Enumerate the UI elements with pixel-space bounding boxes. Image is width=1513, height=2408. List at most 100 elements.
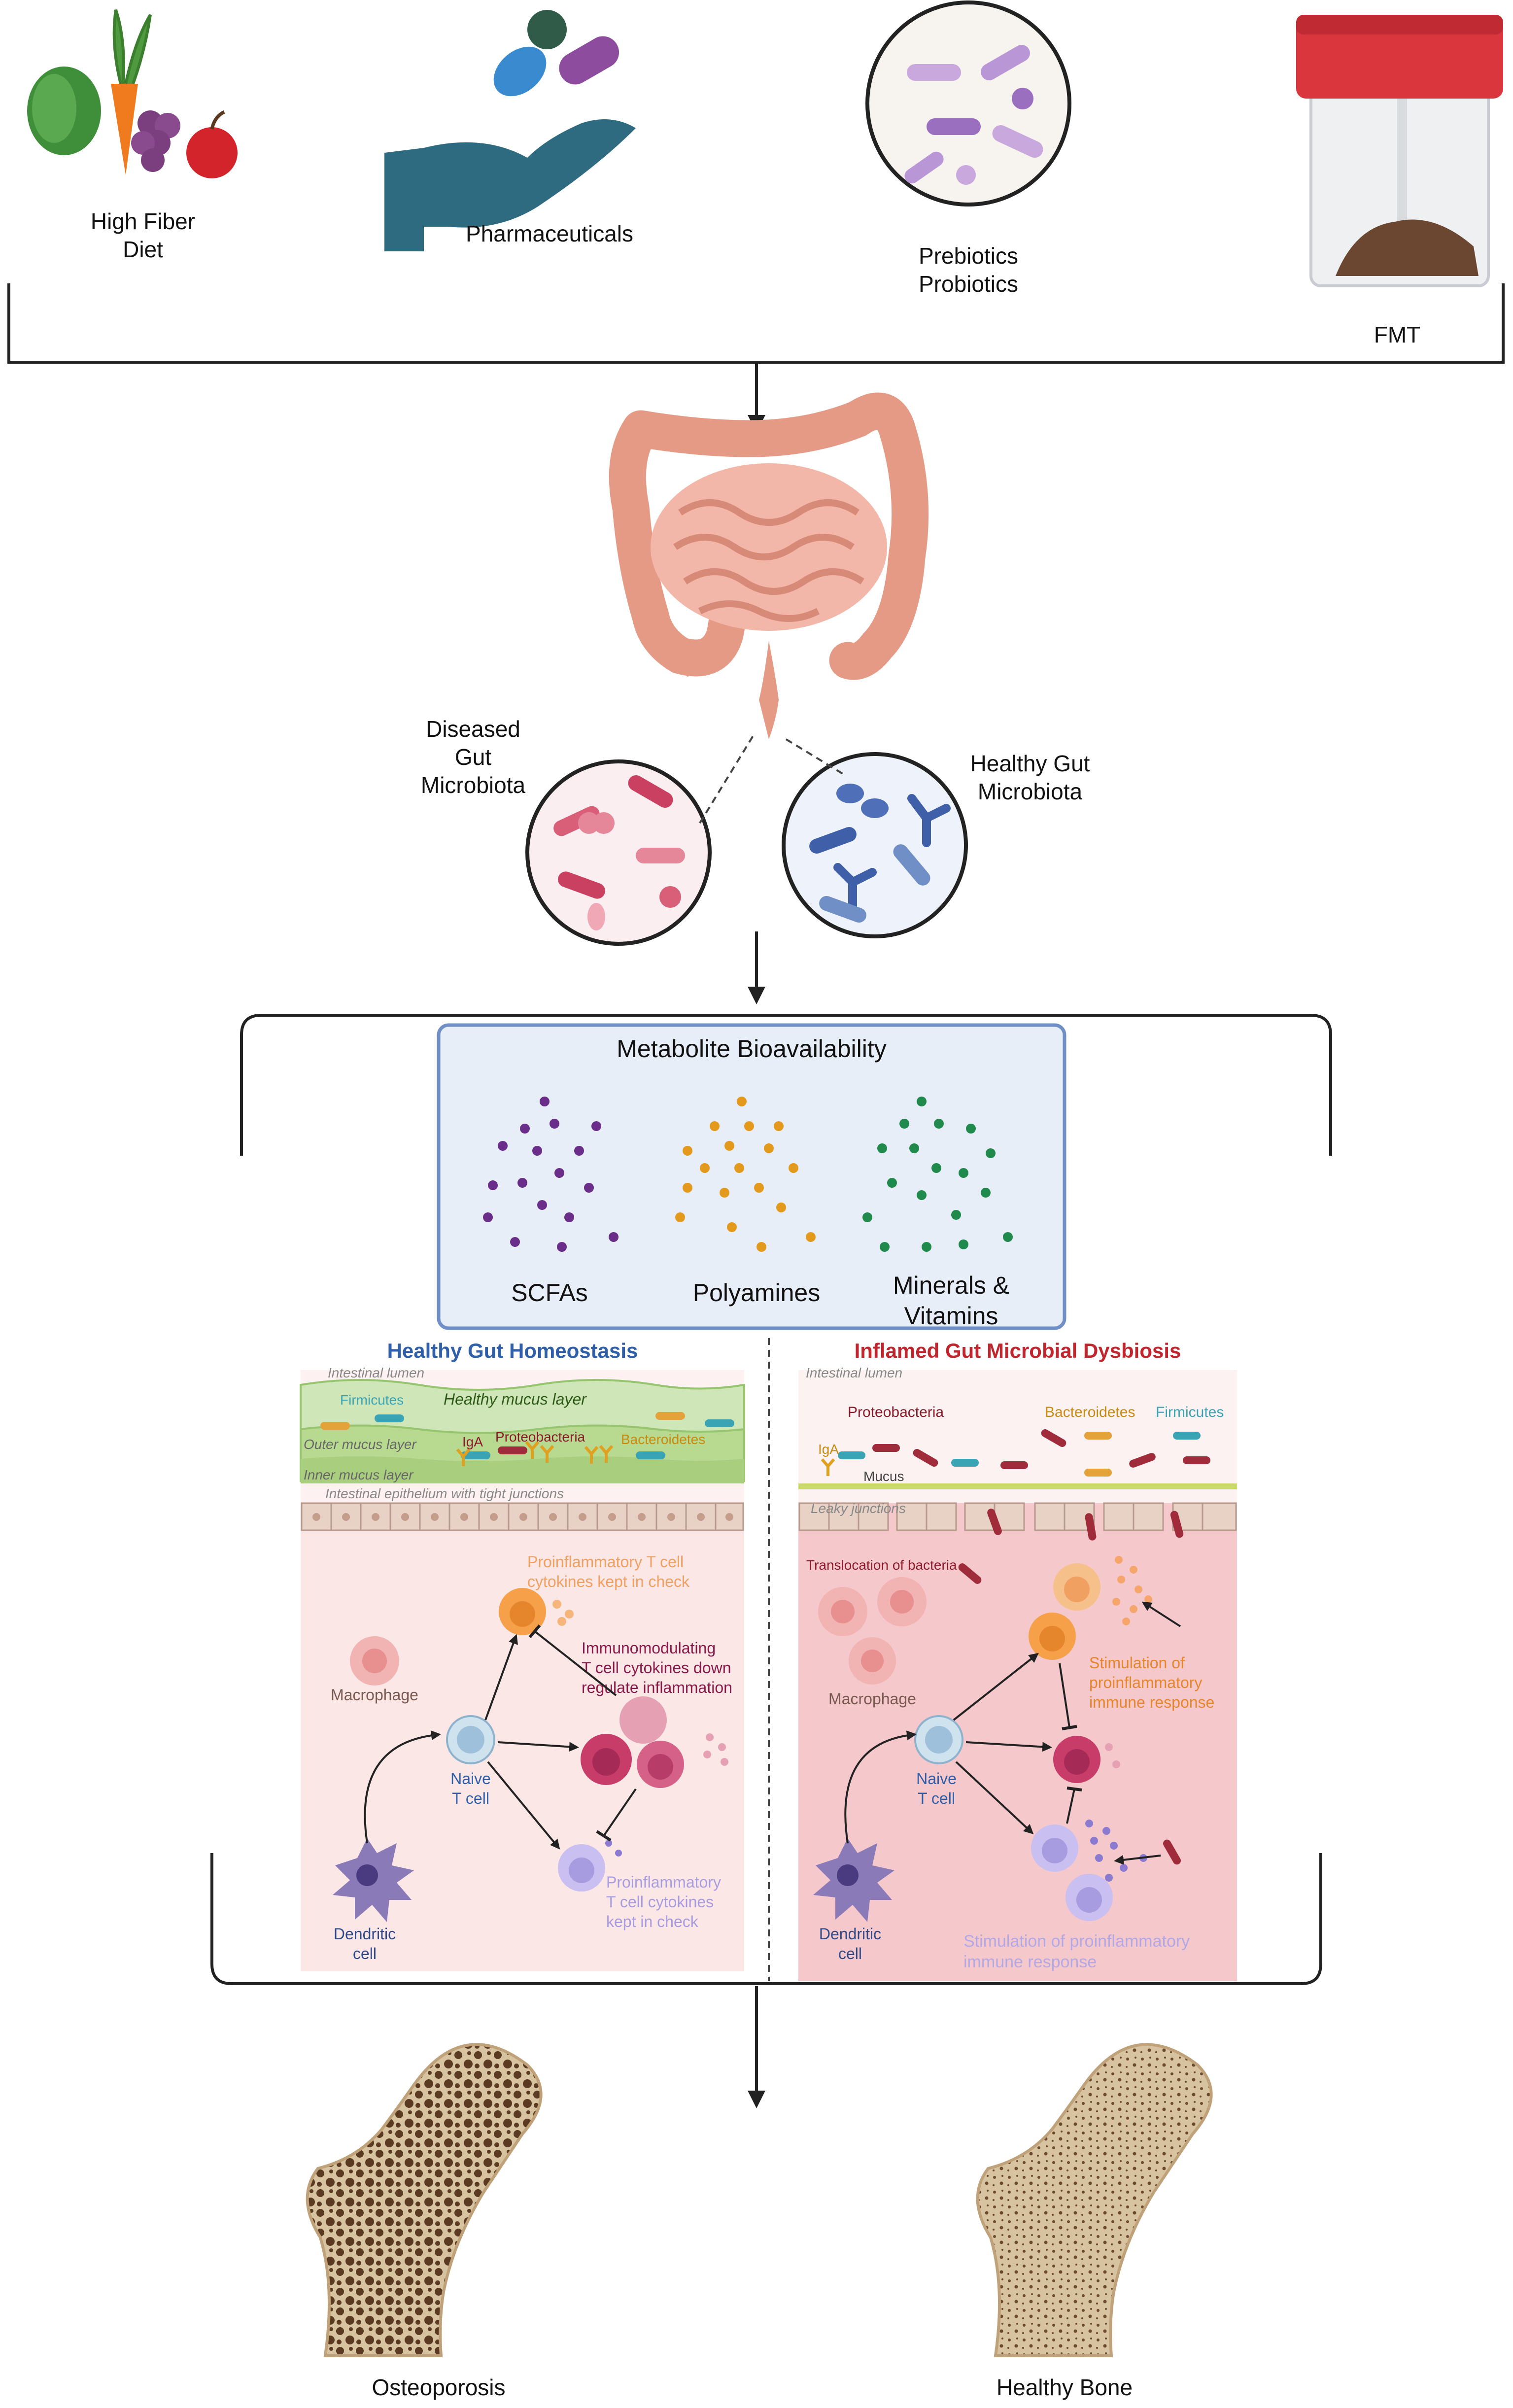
inflamed-lumen-label: Intestinal lumen [806, 1365, 902, 1380]
macrophage-cell [350, 1636, 399, 1686]
minerals-label-1: Minerals & [893, 1272, 1009, 1299]
healthy-gut-label-1: Healthy Gut [970, 751, 1090, 776]
scfa-dots [483, 1097, 619, 1252]
inflamed-proinflammatory-cells-bottom [1031, 1820, 1147, 1921]
inflamed-arrow-naive-to-treg [965, 1741, 1052, 1752]
inflamed-naive-label-2: T cell [918, 1789, 955, 1807]
probiotics-label: Probiotics [919, 271, 1018, 297]
diseased-label-2: Gut [455, 744, 491, 770]
polyamines-label: Polyamines [693, 1279, 820, 1307]
vegetables-icon [27, 9, 238, 178]
stim-bottom-label-2: immune response [963, 1953, 1097, 1971]
healthy-microbiota-icon [782, 752, 968, 938]
therapies-bracket [7, 283, 1505, 364]
dendritic-cell [333, 1838, 414, 1922]
inflamed-dendritic-cell [813, 1838, 894, 1922]
high-fiber-label-2: Diet [123, 237, 163, 262]
hand-pills-icon [384, 10, 636, 251]
healthy-dendritic-label-2: cell [353, 1945, 377, 1962]
healthy-proteobacteria-label: Proteobacteria [495, 1429, 585, 1445]
arrow-naive-to-treg [497, 1741, 579, 1752]
stim-bottom-label-1: Stimulation of proinflammatory [963, 1932, 1190, 1951]
stim-label-1: Stimulation of [1089, 1654, 1185, 1672]
healthy-gut-label-2: Microbiota [978, 779, 1083, 804]
inflamed-arrow-naive-to-top [953, 1652, 1039, 1721]
inflamed-proinflammatory-cells-top [1029, 1556, 1152, 1660]
prebiotics-label: Prebiotics [919, 243, 1018, 269]
osteoporosis-bone [306, 2043, 543, 2357]
scfas-label: SCFAs [511, 1279, 588, 1307]
healthy-iga-label: IgA [462, 1434, 483, 1449]
inflamed-inhibit-top [1059, 1663, 1070, 1728]
outer-mucus-label: Outer mucus layer [304, 1437, 417, 1452]
fmt-jar-icon [1296, 15, 1503, 287]
healthy-panel [300, 1370, 745, 1971]
inflamed-panel-title: Inflamed Gut Microbial Dysbiosis [855, 1339, 1181, 1362]
healthy-panel-title: Healthy Gut Homeostasis [387, 1339, 638, 1362]
healthy-bacteroidetes-label: Bacteroidetes [621, 1432, 705, 1447]
leaky-junctions-label: Leaky junctions [811, 1501, 906, 1516]
healthy-proinflam-bot-3: kept in check [606, 1913, 699, 1930]
inflamed-dendritic-label-2: cell [838, 1945, 862, 1962]
inner-mucus-label: Inner mucus layer [304, 1467, 414, 1482]
arrow-naive-to-top [484, 1634, 518, 1720]
mechanism-bracket [240, 1014, 1332, 1156]
epithelium-label: Intestinal epithelium with tight junctio… [325, 1486, 564, 1501]
diseased-label-1: Diseased [426, 716, 520, 742]
treg-cells [581, 1696, 728, 1788]
high-fiber-label-1: High Fiber [91, 208, 195, 234]
inflamed-macrophages [818, 1577, 927, 1685]
inflamed-arrow-bacteria-to-bottom [1114, 1855, 1161, 1865]
inflamed-iga-label: IgA [818, 1442, 839, 1457]
inflamed-naive-t-cell [914, 1715, 963, 1764]
inflamed-inhibit-bottom [1066, 1789, 1075, 1824]
bottom-bracket [210, 1853, 1322, 1985]
proinflammatory-t-cell-bottom [558, 1840, 622, 1892]
diseased-zoom-line [699, 733, 755, 824]
inflamed-inhibit-bottom-bar [1066, 1787, 1082, 1791]
inflamed-proteobacteria-label: Proteobacteria [848, 1404, 944, 1420]
healthy-lumen-label: Intestinal lumen [328, 1365, 424, 1380]
healthy-proinflam-top-1: Proinflammatory T cell [527, 1553, 684, 1571]
healthy-bone-label: Healthy Bone [997, 2374, 1133, 2400]
translocation-label: Translocation of bacteria [806, 1557, 957, 1573]
inflamed-firmicutes-label: Firmicutes [1156, 1404, 1224, 1420]
healthy-bone [976, 2043, 1213, 2357]
arrow-naive-to-bottom [487, 1761, 560, 1850]
inflamed-macrophage-label: Macrophage [828, 1690, 916, 1708]
healthy-dendritic-label-1: Dendritic [334, 1925, 396, 1943]
metabolite-title: Metabolite Bioavailability [617, 1035, 887, 1063]
immuno-label-2: T cell cytokines down [582, 1659, 731, 1677]
healthy-naive-label-1: Naive [450, 1770, 491, 1788]
healthy-macrophage-label: Macrophage [331, 1686, 418, 1704]
osteoporosis-label: Osteoporosis [372, 2374, 505, 2400]
inflamed-mucus-label: Mucus [863, 1469, 904, 1484]
inflamed-treg-cell [1053, 1736, 1120, 1783]
metabolite-box [437, 1023, 1066, 1330]
proinflammatory-t-cell-top [499, 1588, 574, 1635]
naive-t-cell [446, 1715, 495, 1764]
mineral-dots [862, 1097, 1013, 1252]
microbe-circle-icon [865, 0, 1071, 206]
healthy-naive-label-2: T cell [452, 1789, 489, 1807]
stim-label-2: proinflammatory [1089, 1674, 1202, 1691]
polyamine-dots [675, 1097, 816, 1252]
healthy-mucus-label: Healthy mucus layer [444, 1390, 587, 1408]
inflamed-dendritic-label-1: Dendritic [819, 1925, 881, 1943]
immuno-label-3: regulate inflammation [582, 1679, 732, 1696]
pharmaceuticals-label: Pharmaceuticals [466, 221, 633, 246]
inflamed-inhibit-top-bar [1062, 1725, 1077, 1730]
healthy-firmicutes-label: Firmicutes [340, 1392, 404, 1408]
immuno-label-1: Immunomodulating [582, 1639, 716, 1657]
inflamed-bacteroidetes-label: Bacteroidetes [1045, 1404, 1135, 1420]
inhibit-treg-top-bar [528, 1624, 541, 1638]
stim-label-3: immune response [1089, 1693, 1214, 1711]
inflamed-naive-label-1: Naive [916, 1770, 957, 1788]
inhibit-treg-bottom-bar [596, 1830, 612, 1842]
inflamed-arrow-naive-to-bottom [955, 1761, 1034, 1834]
minerals-label-2: Vitamins [904, 1302, 998, 1330]
intestine-icon [609, 392, 929, 739]
inhibit-treg-bottom [603, 1788, 637, 1837]
healthy-proinflam-top-2: cytokines kept in check [527, 1573, 690, 1590]
